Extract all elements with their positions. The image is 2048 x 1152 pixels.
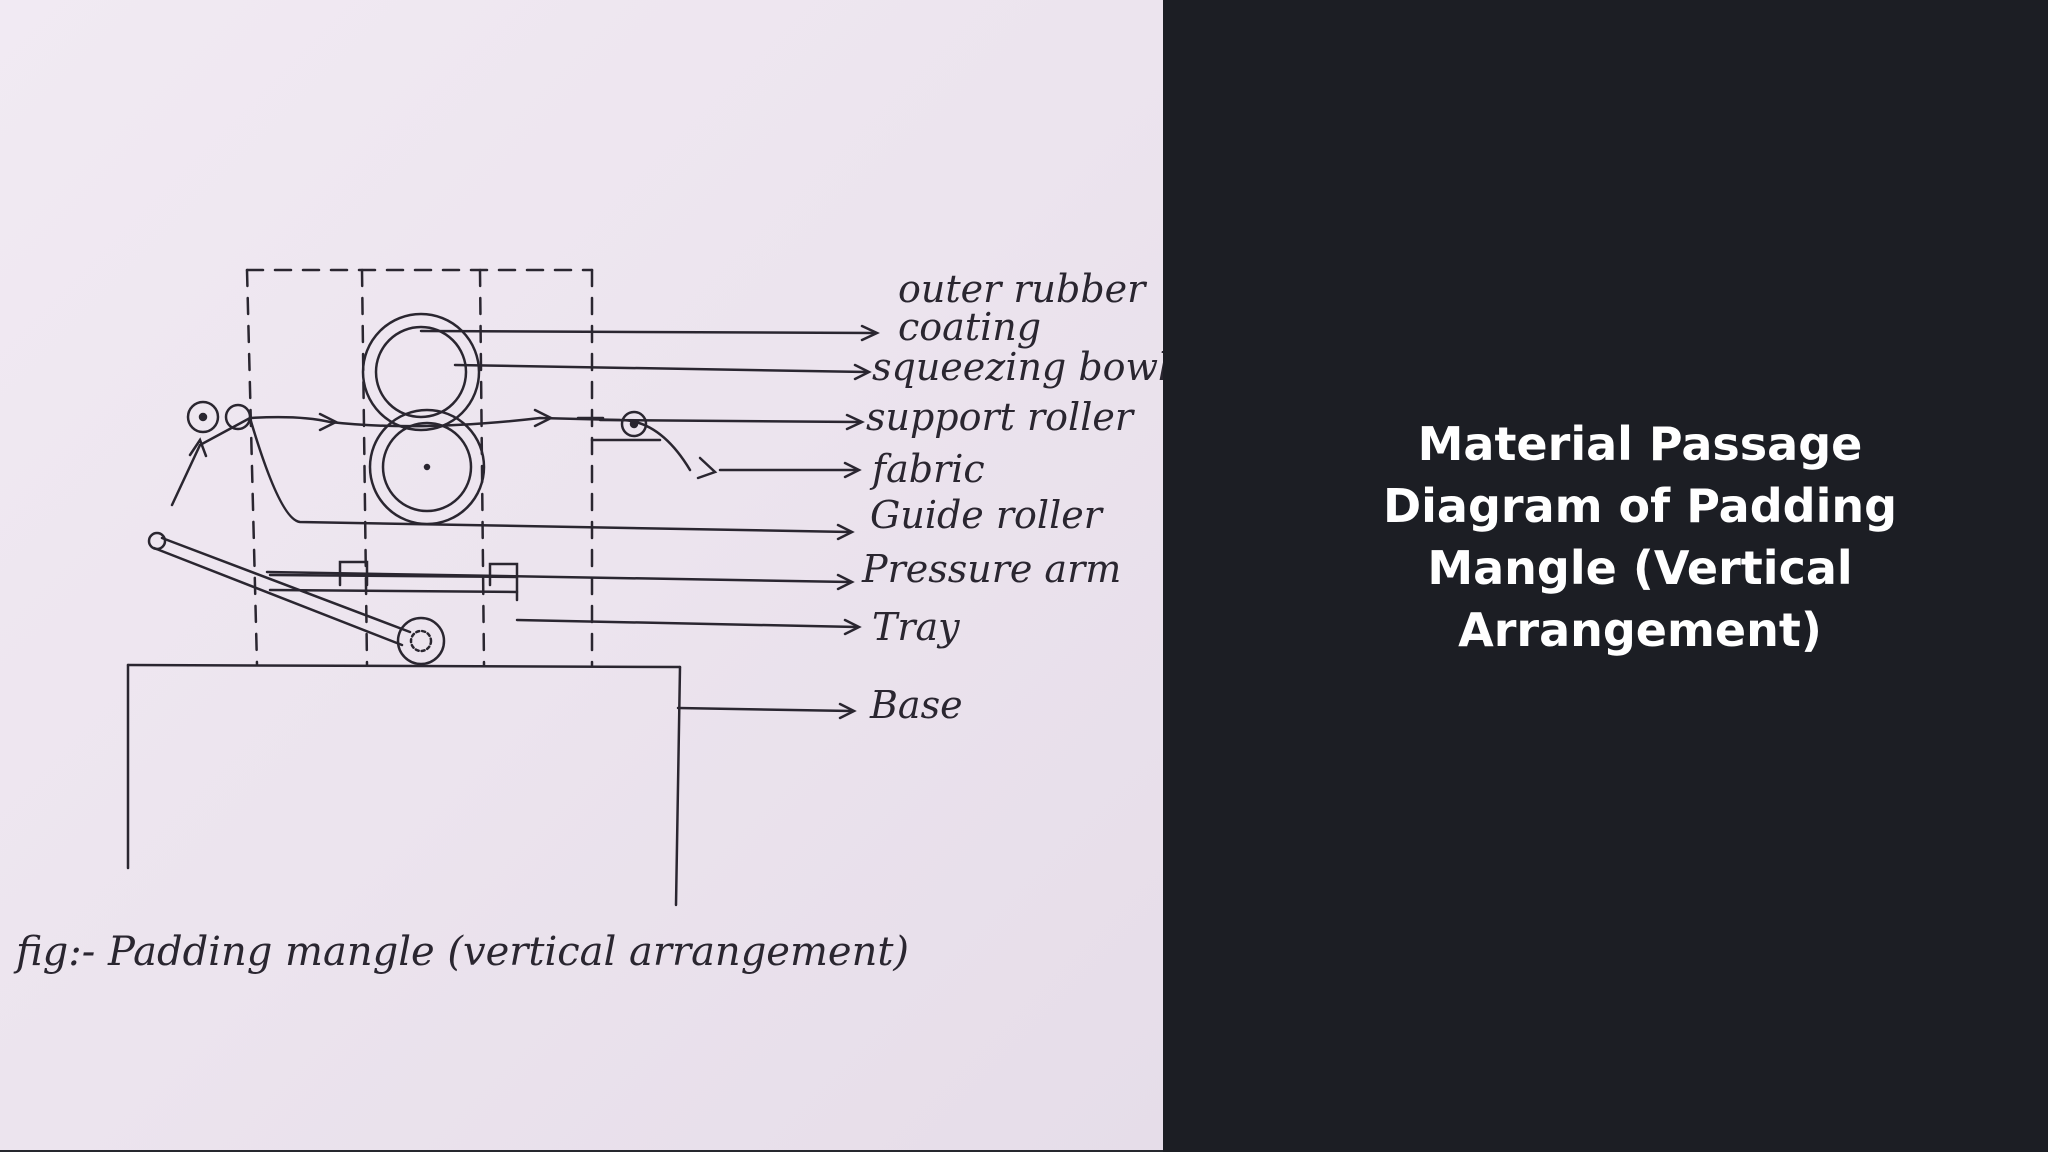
fabric-path	[170, 415, 692, 507]
padding-mangle-diagram: outer rubber coating squeezing bowl supp…	[13, 267, 1163, 975]
left-guide-rollers	[186, 400, 252, 434]
title-panel	[1163, 0, 2048, 1152]
label-tray: Tray	[872, 605, 960, 649]
label-base: Base	[869, 683, 963, 727]
slide-title: Material Passage Diagram of Padding Mang…	[1382, 417, 1898, 657]
machine-frame	[245, 268, 594, 667]
diagram-caption: fig:- Padding mangle (vertical arrangeme…	[13, 929, 909, 975]
diagram-photo: outer rubber coating squeezing bowl supp…	[0, 0, 1163, 1150]
label-coating: coating	[898, 305, 1041, 349]
label-support-roller: support roller	[866, 395, 1136, 439]
base	[126, 663, 682, 907]
label-pressure-arm: Pressure arm	[861, 547, 1121, 591]
label-guide-roller: Guide roller	[870, 493, 1105, 537]
label-fabric: fabric	[869, 447, 985, 491]
leader-lines	[248, 324, 880, 720]
photo-bottom-edge	[0, 1150, 1163, 1152]
top-squeezing-bowl	[361, 312, 481, 432]
pressure-arm	[147, 531, 446, 666]
label-squeezing-bowl: squeezing bowl	[872, 345, 1163, 389]
label-outer-rubber: outer rubber	[898, 267, 1148, 311]
